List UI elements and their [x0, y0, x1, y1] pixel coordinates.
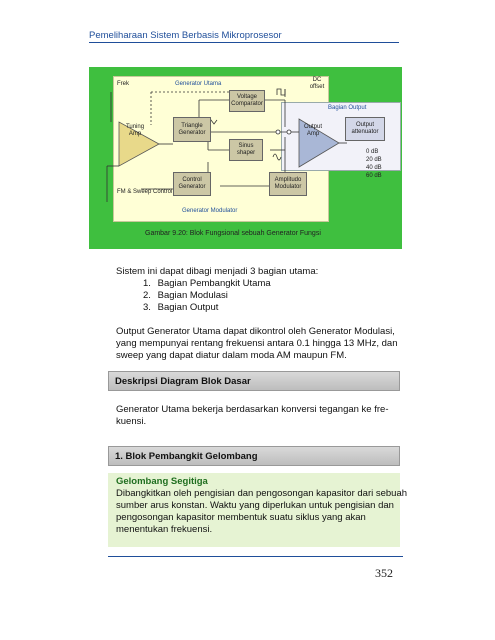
- tuning-amp-label: Tuning Amp: [125, 124, 145, 137]
- dc-offset-label: DC offset: [309, 77, 325, 90]
- sinus-shaper-block: Sinus shaper: [229, 139, 263, 161]
- output-amp-label: Output Amp: [303, 124, 322, 137]
- db-40-label: 40 dB: [366, 165, 382, 171]
- page-header-title: Pemeliharaan Sistem Berbasis Mikroproses…: [89, 30, 282, 41]
- section-heading-deskripsi: Deskripsi Diagram Blok Dasar: [108, 371, 400, 391]
- figure-caption: Gambar 9.20: Blok Fungsional sebuah Gene…: [145, 230, 321, 237]
- section-heading-blok-pembangkit: 1. Blok Pembangkit Gelombang: [108, 446, 400, 466]
- paragraph-line: Output Generator Utama dapat dikontrol o…: [116, 326, 395, 337]
- fm-sweep-label: FM & Sweep Control: [117, 189, 173, 195]
- paragraph-line: sumber arus konstan. Waktu yang diperluk…: [116, 500, 394, 511]
- tuning-amp-triangle: [118, 121, 160, 167]
- page-number: 352: [375, 566, 393, 580]
- diagram-connections: [106, 88, 347, 202]
- frek-label: Frek: [117, 81, 129, 87]
- paragraph-line: pengosongan kapasitor membentuk suatu si…: [116, 512, 366, 523]
- db-0-label: 0 dB: [366, 149, 379, 155]
- intro-text: Sistem ini dapat dibagi menjadi 3 bagian…: [116, 266, 319, 277]
- footer-divider: [108, 556, 403, 557]
- bagian-output-label: Bagian Output: [328, 105, 367, 111]
- control-generator-block: Control Generator: [173, 172, 211, 196]
- voltage-comparator-block: Voltage Comparator: [229, 90, 265, 112]
- paragraph-line: menentukan frekuensi.: [116, 524, 213, 535]
- amplitudo-modulator-block: Amplitudo Modulator: [269, 172, 307, 196]
- paragraph-line: yang mempunyai rentang frekuensi antara …: [116, 338, 398, 349]
- list-item: 1. Bagian Pembangkit Utama: [143, 278, 271, 289]
- db-60-label: 60 dB: [366, 173, 382, 179]
- paragraph-line: kuensi.: [116, 416, 147, 427]
- highlight-title: Gelombang Segitiga: [116, 476, 208, 487]
- output-attenuator-block: Output attenuator: [345, 117, 385, 141]
- header-divider: [89, 42, 399, 43]
- triangle-generator-block: Triangle Generator: [173, 117, 211, 142]
- paragraph-line: Generator Utama bekerja berdasarkan konv…: [116, 404, 389, 415]
- generator-utama-label: Generator Utama: [175, 81, 222, 87]
- paragraph-line: sweep yang dapat diatur dalam moda AM ma…: [116, 350, 347, 361]
- list-item: 3. Bagian Output: [143, 302, 219, 313]
- paragraph-line: Dibangkitkan oleh pengisian dan pengoson…: [116, 488, 408, 499]
- db-20-label: 20 dB: [366, 157, 382, 163]
- output-amp-triangle: [298, 118, 340, 168]
- generator-modulator-label: Generator Modulator: [182, 208, 238, 214]
- highlight-box: [108, 473, 400, 547]
- list-item: 2. Bagian Modulasi: [143, 290, 228, 301]
